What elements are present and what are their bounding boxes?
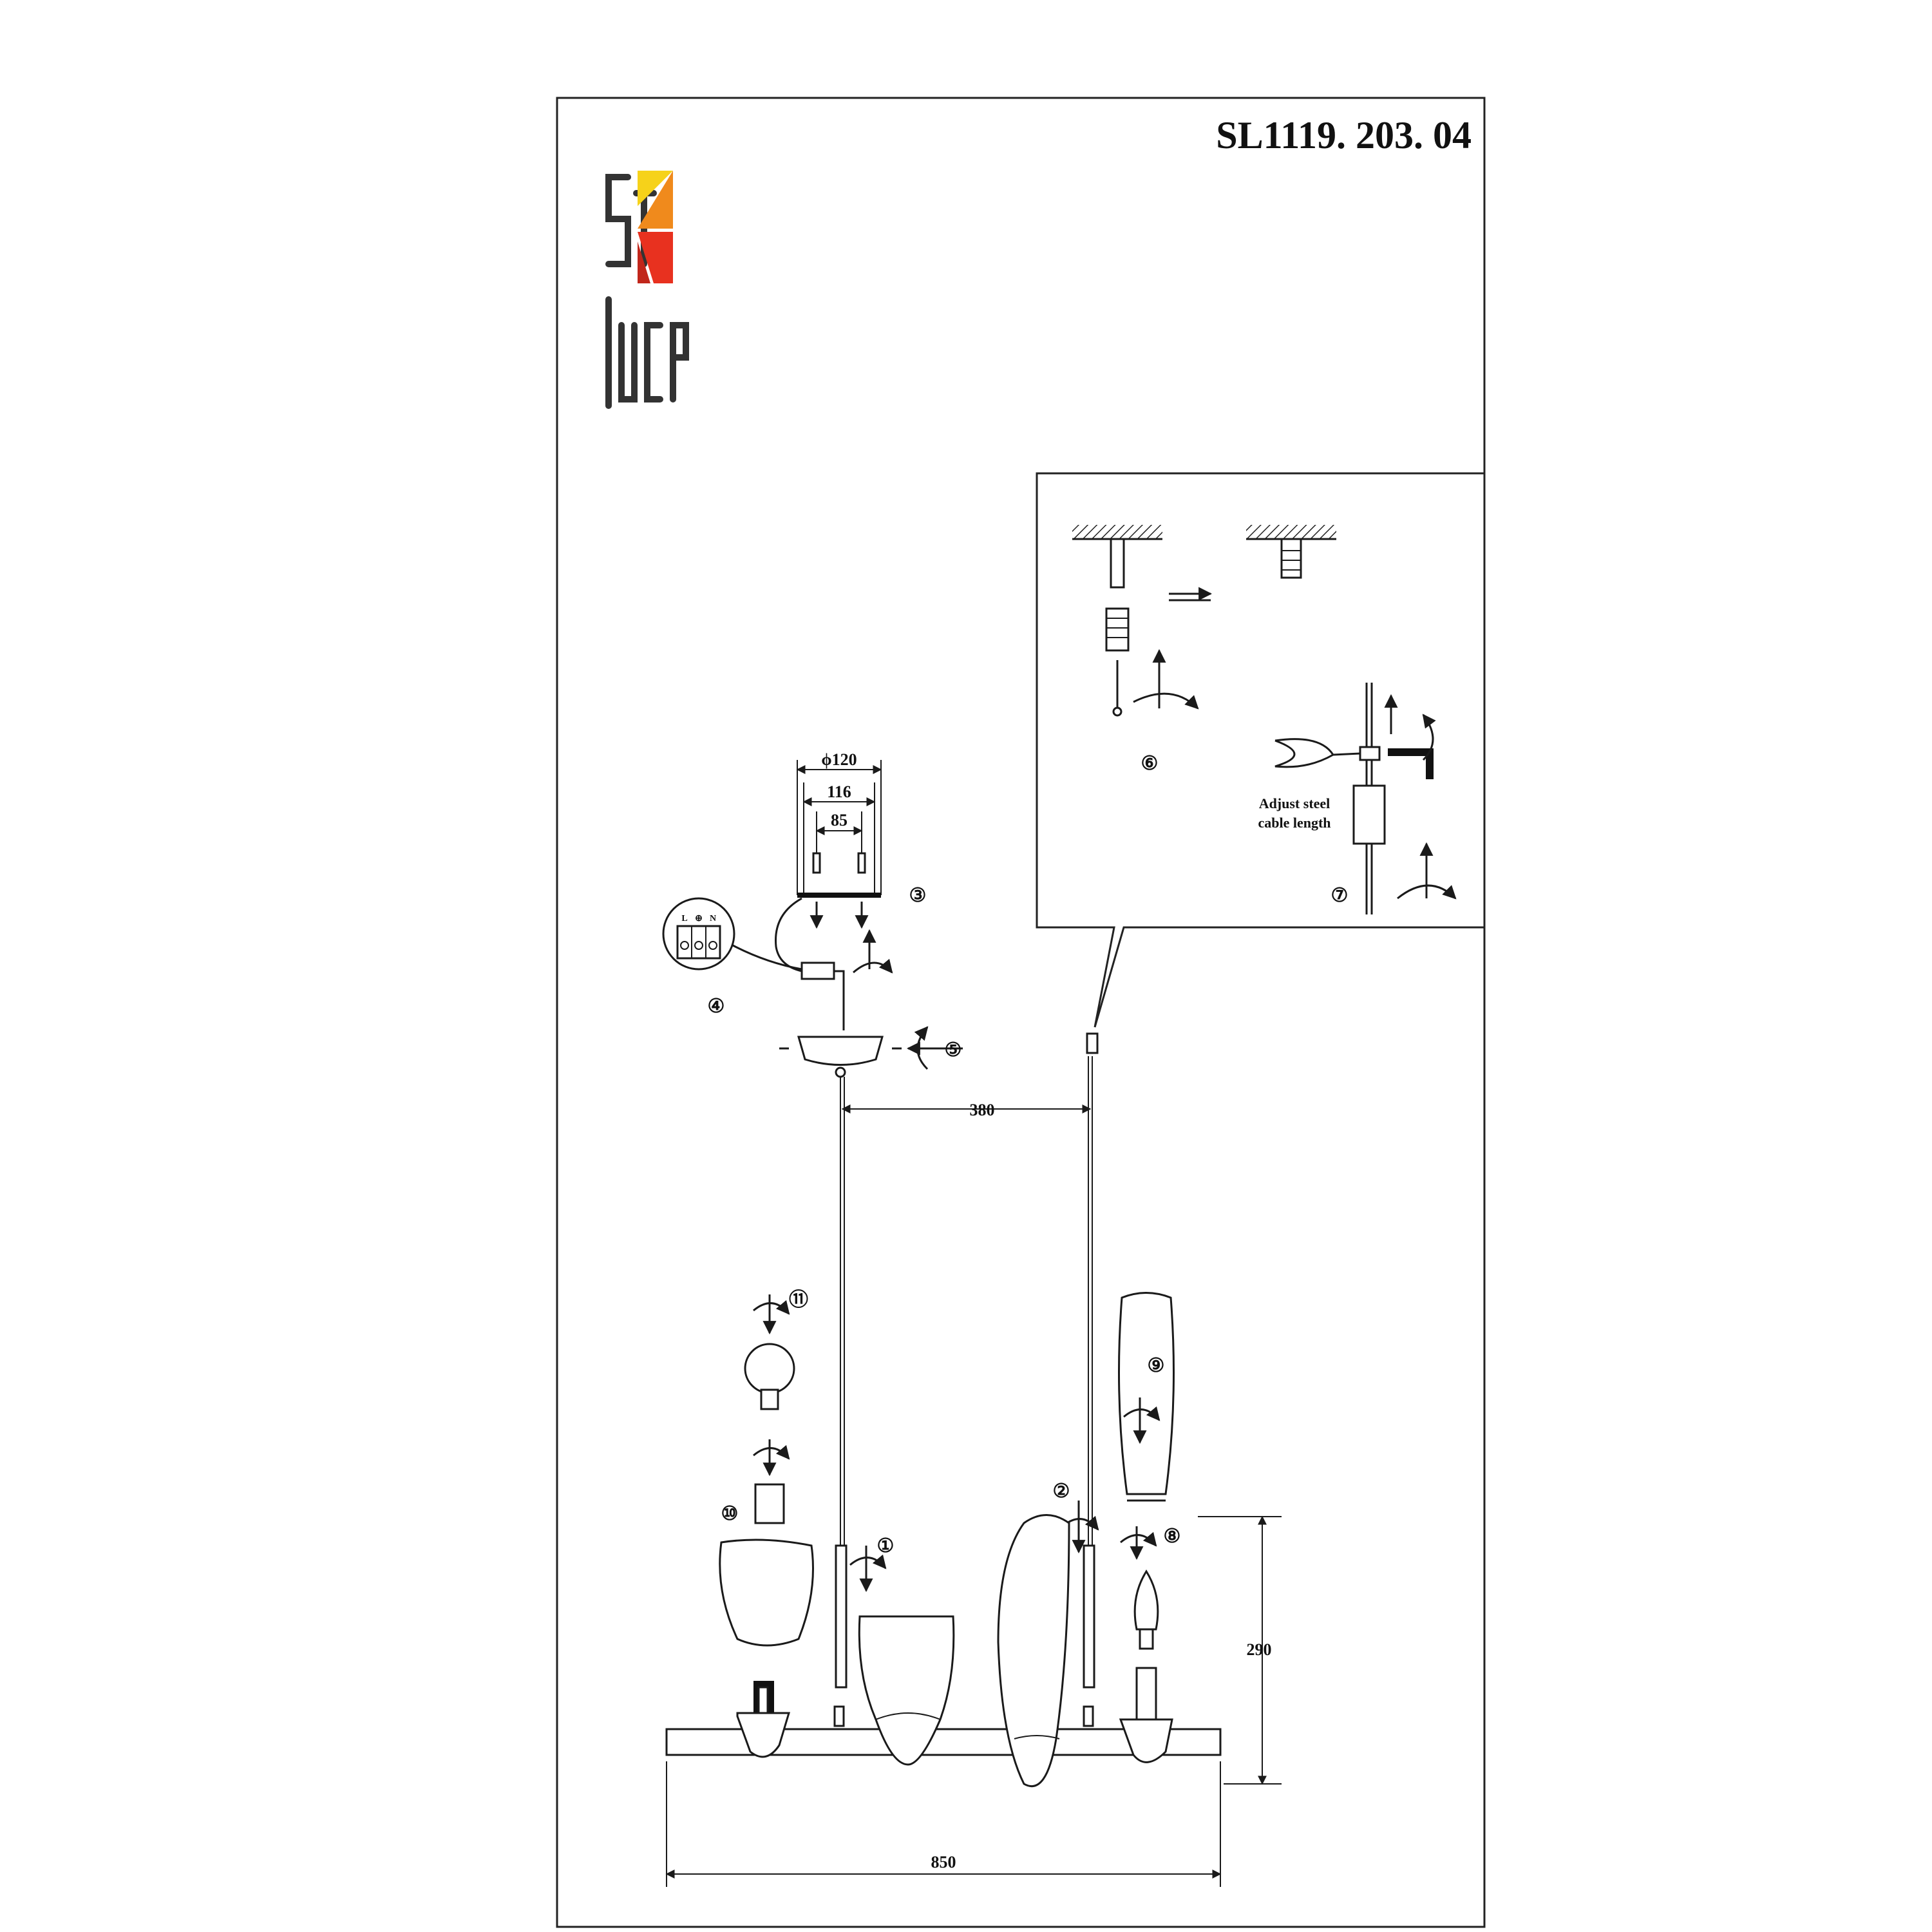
step-4-label: ④ xyxy=(708,996,725,1017)
step-7-label: ⑦ xyxy=(1331,885,1349,906)
step-8-label: ⑧ xyxy=(1164,1526,1181,1547)
st-luce-logo xyxy=(605,171,689,409)
dim-cable-spacing: 380 xyxy=(970,1101,995,1119)
canopy-assembly: ϕ120 116 85 ③ ⑤ xyxy=(775,750,963,1078)
suspension-cables: 380 ① ② xyxy=(833,1032,1099,1727)
detail-callout: ⑥ Adjust steel cable length ⑦ xyxy=(1036,472,1486,1028)
step-1-label: ① xyxy=(877,1535,895,1557)
step-3-label: ③ xyxy=(909,885,927,906)
step-10-label: ⑩ xyxy=(721,1503,739,1524)
fixture-body xyxy=(665,1514,1222,1788)
step-11-label: ⑪ xyxy=(789,1289,808,1311)
overall-dimensions: 850 290 xyxy=(665,1515,1282,1887)
step-5-label: ⑤ xyxy=(945,1039,962,1061)
step-6-label: ⑥ xyxy=(1141,753,1159,774)
step-2-label: ② xyxy=(1053,1481,1070,1502)
ceiling-anchor-detail: ⑥ xyxy=(1072,525,1336,774)
dim-length: 850 xyxy=(931,1853,956,1871)
sheet-frame xyxy=(556,97,1486,1928)
dim-mount-spacing: 85 xyxy=(831,811,848,829)
dim-canopy-width: 116 xyxy=(827,782,851,801)
cable-adjust-detail: Adjust steel cable length ⑦ xyxy=(1258,683,1457,914)
terminal-label-l: L xyxy=(681,914,687,923)
adjust-text-1: Adjust steel xyxy=(1259,795,1331,811)
globe-bulb-assembly: ⑪ ⑩ xyxy=(721,1289,808,1524)
model-code: SL1119. 203. 04 xyxy=(1216,114,1472,156)
terminal-block-detail: L ⊕ N ④ xyxy=(662,897,802,1017)
dim-canopy-diameter: ϕ120 xyxy=(821,750,857,769)
dim-height: 290 xyxy=(1247,1640,1272,1659)
adjust-text-2: cable length xyxy=(1258,815,1331,831)
step-9-label: ⑨ xyxy=(1148,1355,1165,1376)
candle-shade-assembly: ⑨ ⑧ xyxy=(1118,1292,1181,1650)
terminal-label-earth: ⊕ xyxy=(695,914,703,923)
terminal-label-n: N xyxy=(710,914,716,923)
